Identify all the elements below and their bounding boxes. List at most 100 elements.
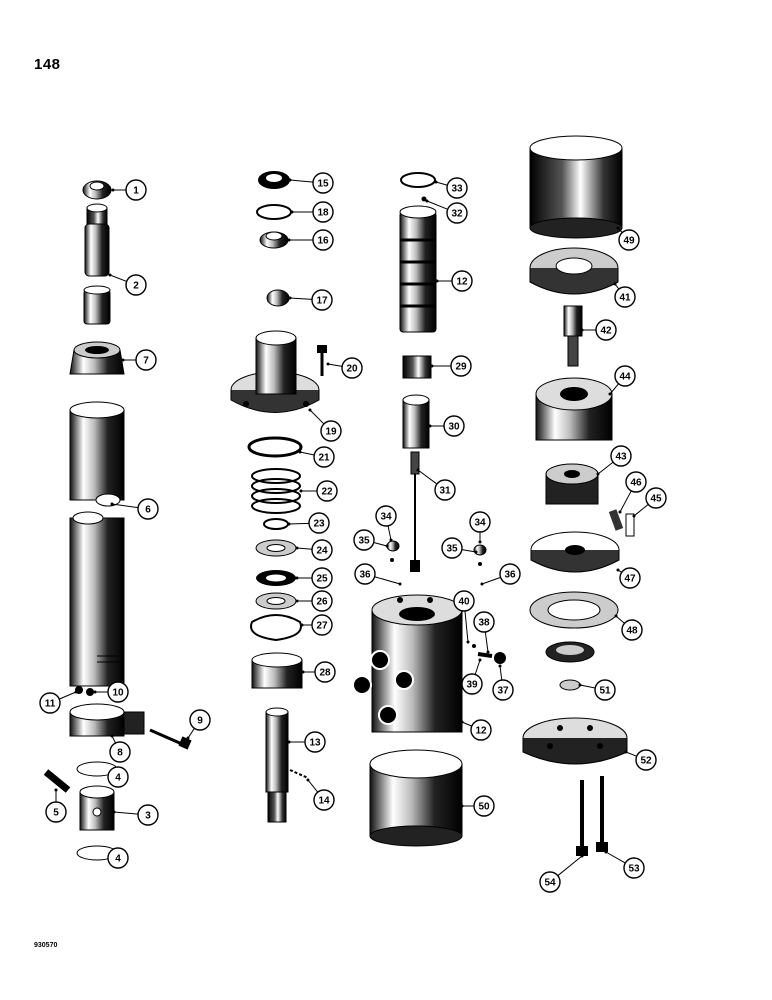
part-50-sleeve <box>369 749 463 847</box>
leader-tip <box>287 238 291 242</box>
page-number: 148 <box>34 56 61 73</box>
leader-tip <box>616 226 620 230</box>
callout-c3: 3 <box>112 804 159 826</box>
callout-c43: 43 <box>596 445 632 476</box>
callout-circle <box>441 537 463 559</box>
callout-number: 17 <box>316 296 328 307</box>
callout-c45: 45 <box>632 487 667 518</box>
callout-circle <box>354 563 376 585</box>
callout-c7: 7 <box>121 349 157 371</box>
callout-c26: 26 <box>295 590 333 612</box>
callout-number: 28 <box>319 668 331 679</box>
part-12-valve-body <box>352 594 463 733</box>
callout-circle <box>614 286 636 308</box>
callout-number: 48 <box>626 626 638 637</box>
part-33-ring <box>400 172 436 188</box>
leader-tip <box>74 690 78 694</box>
part-51-plug <box>559 679 581 691</box>
callout-number: 7 <box>143 356 149 367</box>
part-15-cap <box>258 171 290 189</box>
leader-line <box>309 409 325 425</box>
callout-number: 29 <box>455 362 467 373</box>
callout-c19: 19 <box>308 408 342 442</box>
part-22-spring <box>251 468 301 514</box>
callout-number: 30 <box>448 422 460 433</box>
callout-number: 37 <box>497 686 509 697</box>
leader-tip <box>578 683 582 687</box>
callout-number: 42 <box>600 326 612 337</box>
leader-tip <box>425 199 429 203</box>
part-12-spool <box>399 205 437 333</box>
leader-tip <box>416 468 420 472</box>
leader-line <box>307 779 319 793</box>
callout-c30: 30 <box>428 415 465 437</box>
callout-number: 33 <box>451 184 463 195</box>
leader-tip <box>624 750 628 754</box>
leader-line <box>296 547 313 550</box>
callout-number: 35 <box>358 536 370 547</box>
callout-number: 23 <box>313 519 325 530</box>
leader-line <box>289 179 314 183</box>
callout-number: 36 <box>359 570 371 581</box>
callout-circle <box>135 349 157 371</box>
parts-37-38-39-40-relief <box>472 644 506 664</box>
leader-line <box>374 576 401 585</box>
leader-line <box>499 665 503 681</box>
callout-c49: 49 <box>616 226 640 251</box>
callout-circle <box>107 766 129 788</box>
callout-c12b: 12 <box>460 719 492 741</box>
leader-tip <box>306 778 310 782</box>
callout-c35b: 35 <box>441 537 478 559</box>
leader-tip <box>308 408 312 412</box>
callout-number: 41 <box>619 293 631 304</box>
callout-circle <box>311 567 333 589</box>
callout-circle <box>595 319 617 341</box>
leader-tip <box>580 854 584 858</box>
callout-number: 10 <box>112 688 124 699</box>
callout-circle <box>137 804 159 826</box>
callout-c10: 10 <box>93 681 129 703</box>
leader-tip <box>326 362 330 366</box>
callout-circle <box>469 511 491 533</box>
leader-line <box>609 383 619 395</box>
callout-circle <box>473 611 495 633</box>
callout-number: 9 <box>197 716 203 727</box>
callout-c12a: 12 <box>435 270 473 292</box>
callout-number: 4 <box>115 773 121 784</box>
callout-c20: 20 <box>326 357 363 379</box>
callout-number: 44 <box>619 372 631 383</box>
callout-c27: 27 <box>300 614 333 636</box>
callout-number: 16 <box>317 236 329 247</box>
callout-number: 54 <box>544 878 556 889</box>
callout-circle <box>311 539 333 561</box>
callout-circle <box>375 505 397 527</box>
part-28-bushing <box>251 652 303 689</box>
leader-tip <box>474 550 478 554</box>
leader-tip <box>111 188 115 192</box>
part-6-tube <box>69 401 125 687</box>
callout-circle <box>610 445 632 467</box>
leader-tip <box>428 424 432 428</box>
callout-c46: 46 <box>618 471 647 514</box>
part-9-bolt <box>149 728 192 750</box>
callout-number: 32 <box>451 209 463 220</box>
leader-tip <box>295 599 299 603</box>
callout-number: 34 <box>380 512 392 523</box>
callout-circle <box>125 274 147 296</box>
leader-tip <box>596 472 600 476</box>
callout-circle <box>614 365 636 387</box>
callout-circle <box>312 201 334 223</box>
callout-c37: 37 <box>492 664 514 701</box>
leader-tip <box>498 664 502 668</box>
part-7-cap <box>69 341 125 375</box>
leader-tip <box>295 546 299 550</box>
callout-number: 22 <box>321 487 333 498</box>
leader-tip <box>618 510 622 514</box>
callout-c33: 33 <box>434 177 468 199</box>
part-49-sleeve <box>529 135 623 239</box>
callout-c4b: 4 <box>107 847 129 869</box>
leader-tip <box>110 734 114 738</box>
leader-tip <box>614 614 618 618</box>
part-17-bushing <box>266 289 290 307</box>
parts-34-35-checks-left <box>386 540 400 562</box>
